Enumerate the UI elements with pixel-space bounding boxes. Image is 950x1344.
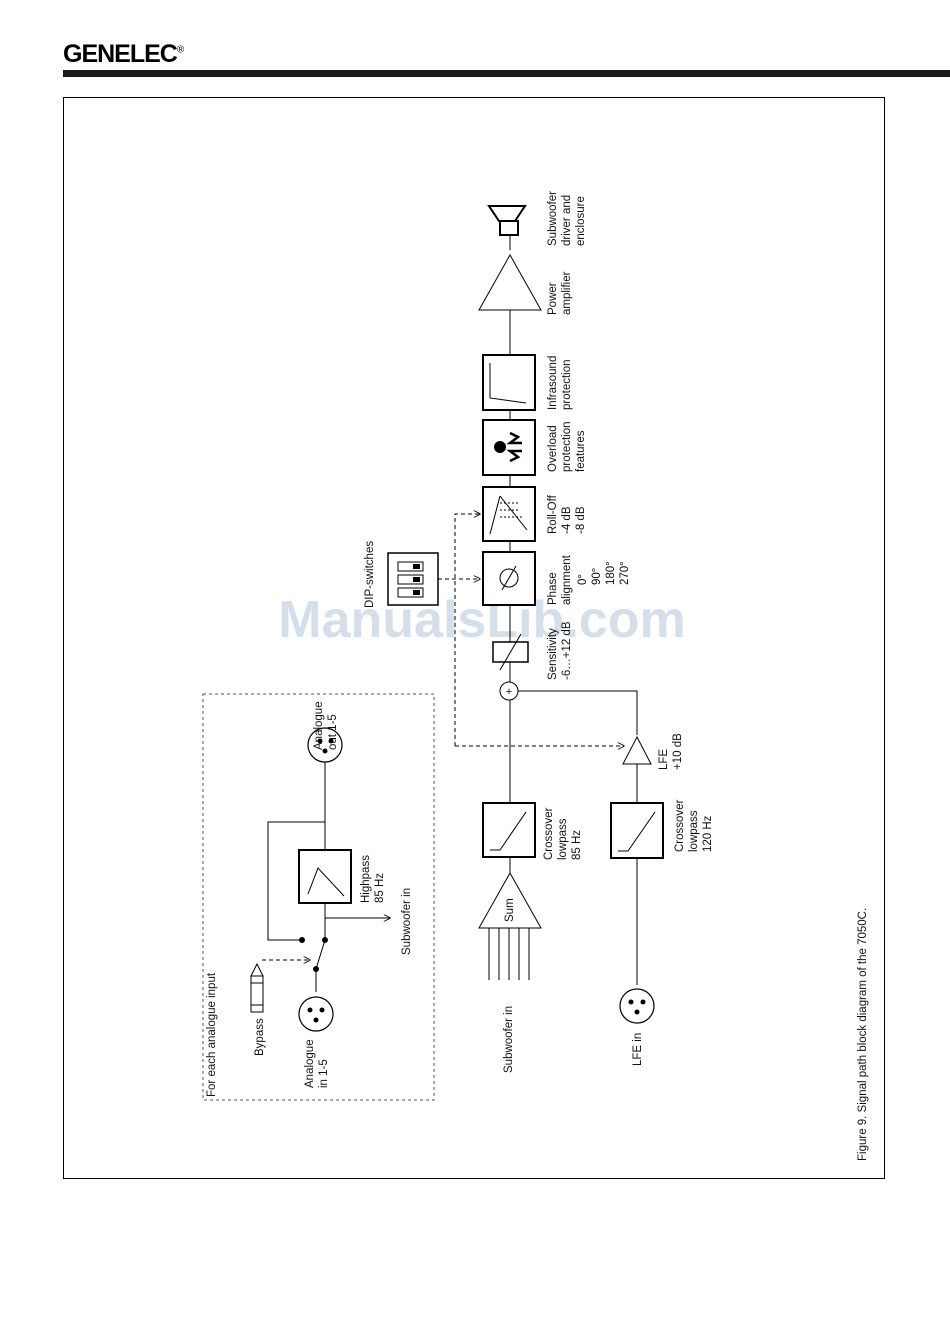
crossover-lowpass-120-block — [610, 802, 664, 859]
lfe-gain-amplifier — [622, 735, 652, 765]
subwoofer-driver-icon — [487, 205, 527, 236]
sensitivity-attenuator — [492, 633, 529, 671]
lfe-in-connector — [619, 988, 655, 1024]
analogue-out-connector — [307, 727, 343, 763]
label-overload: Overload protection features — [547, 418, 587, 472]
sum-block — [478, 871, 542, 980]
analogue-input-inset — [202, 693, 435, 1101]
label-phase: Phase alignment — [547, 554, 573, 605]
label-rolloff: Roll-Off -4 dB -8 dB — [547, 492, 587, 534]
summing-node: + — [499, 681, 519, 701]
phase-alignment-block — [482, 551, 536, 606]
header-rule — [63, 70, 950, 77]
label-infrasound: Infrasound protection — [547, 352, 573, 410]
overload-protection-block — [482, 419, 536, 476]
dip-switches-icon — [387, 552, 439, 606]
label-analogue-in: Analogue in 1-5 — [304, 1036, 330, 1088]
roll-off-block — [482, 486, 536, 542]
label-subwoofer-in-inner: Subwoofer in — [401, 888, 413, 955]
label-lfe-in: LFE in — [632, 1033, 644, 1066]
label-for-each-input: For each analogue input — [206, 972, 218, 1097]
analogue-in-connector — [298, 996, 334, 1032]
label-bypass: Bypass — [254, 1018, 266, 1056]
label-sum: Sum — [504, 898, 516, 922]
label-crossover-120: Crossover lowpass 120 Hz — [674, 796, 714, 852]
label-crossover-85: Crossover lowpass 85 Hz — [543, 804, 583, 860]
label-phase-values: 0° 90° 180° 270° — [577, 558, 631, 585]
bypass-jack-icon — [250, 962, 264, 1013]
svg-text:+: + — [506, 686, 512, 698]
power-amplifier-icon — [478, 253, 542, 311]
label-sensitivity: Sensitivity -6…+12 dB — [547, 621, 573, 680]
label-subwoofer-in: Subwoofer in — [503, 1006, 515, 1073]
label-power-amp: Power amplifier — [547, 271, 573, 315]
infrasound-protection-block — [482, 354, 536, 411]
figure-caption: Figure 9. Signal path block diagram of t… — [857, 908, 869, 1161]
label-dip-switches: DIP-switches — [364, 541, 376, 608]
label-highpass: Highpass 85 Hz — [360, 852, 386, 903]
label-speaker: Subwoofer driver and enclosure — [547, 188, 587, 246]
figure-frame — [63, 97, 885, 1179]
highpass-85-block — [298, 849, 352, 904]
label-analogue-out: Analogue out 1-5 — [313, 698, 339, 750]
brand-logo: GENELEC® — [63, 40, 184, 68]
crossover-lowpass-85-block — [482, 802, 536, 858]
label-lfe-gain: LFE +10 dB — [658, 733, 684, 770]
